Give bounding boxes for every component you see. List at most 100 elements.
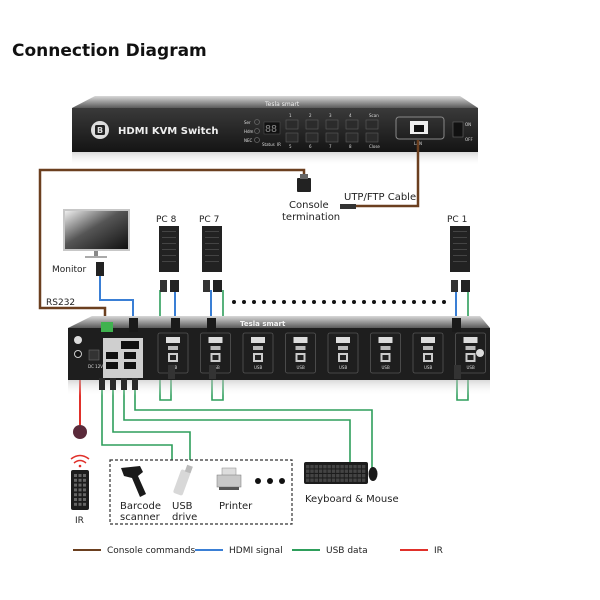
dot bbox=[442, 300, 446, 304]
hdmi-port bbox=[293, 337, 308, 343]
power-switch[interactable] bbox=[452, 121, 464, 138]
pc7-label: PC 7 bbox=[199, 215, 219, 225]
svg-text:Printer: Printer bbox=[219, 501, 253, 512]
utp-ftp-cable bbox=[356, 140, 420, 208]
usb-a-plug bbox=[451, 280, 458, 292]
db9-connector-icon bbox=[297, 178, 311, 192]
front-button-top-4[interactable]: 4 bbox=[345, 113, 359, 130]
svg-text:1: 1 bbox=[289, 113, 292, 118]
mouse-icon bbox=[368, 467, 378, 481]
usb-drive-icon bbox=[173, 469, 191, 496]
svg-text:7: 7 bbox=[329, 144, 332, 149]
svg-text:8: 8 bbox=[349, 144, 352, 149]
svg-text:ON: ON bbox=[465, 122, 471, 127]
ir-remote-label: IR bbox=[75, 516, 84, 526]
hdmi-port bbox=[166, 337, 180, 343]
pc1: PC 1 bbox=[447, 215, 470, 292]
hdmi-plug bbox=[461, 280, 470, 292]
front-button-top-1[interactable]: 1 bbox=[285, 113, 299, 130]
usb-cable-mouse bbox=[134, 390, 373, 470]
svg-text:NEC: NEC bbox=[244, 138, 253, 143]
dot bbox=[232, 300, 236, 304]
monitor-label: Monitor bbox=[52, 265, 87, 275]
rs232-terminal-block[interactable] bbox=[101, 322, 113, 332]
svg-text:DC 12V: DC 12V bbox=[88, 364, 103, 369]
dot bbox=[302, 300, 306, 304]
front-button-bottom-4[interactable]: 8 bbox=[345, 132, 359, 149]
front-button-bottom-2[interactable]: 6 bbox=[305, 132, 319, 149]
svg-text:USB: USB bbox=[339, 365, 347, 370]
rear-port-pc-6[interactable]: USB bbox=[242, 332, 274, 374]
console-hdmi-port[interactable] bbox=[121, 341, 139, 349]
front-device-reflection bbox=[72, 152, 478, 166]
barcode-scanner-icon bbox=[121, 466, 146, 497]
rs232-label: RS232 bbox=[46, 298, 75, 308]
front-button-bottom-1[interactable]: 5 bbox=[285, 132, 299, 149]
legend-item-ir: IR bbox=[400, 546, 443, 556]
console-usb-port-1[interactable] bbox=[106, 352, 118, 359]
hdmi-plug-pc7 bbox=[207, 318, 216, 332]
usb-b-plug-pc8 bbox=[168, 365, 175, 379]
console-usb-port-3[interactable] bbox=[124, 352, 136, 359]
hdmi-plug-pc1 bbox=[452, 318, 461, 332]
dot bbox=[432, 300, 436, 304]
monitor-screen bbox=[65, 211, 128, 249]
hdmi-port bbox=[378, 337, 393, 343]
console-usb-plugs bbox=[99, 378, 138, 390]
rear-device-reflection bbox=[68, 380, 490, 396]
front-button-top-2[interactable]: 2 bbox=[305, 113, 319, 130]
dot bbox=[292, 300, 296, 304]
svg-text:USB: USB bbox=[467, 365, 475, 370]
front-button-top-5[interactable]: Scan bbox=[365, 113, 379, 130]
svg-text:5: 5 bbox=[289, 144, 292, 149]
usb-plug-2 bbox=[110, 378, 116, 390]
svg-text:6: 6 bbox=[309, 144, 312, 149]
usb-cable-keyboard bbox=[123, 390, 351, 465]
dot bbox=[352, 300, 356, 304]
usb-plug-1 bbox=[99, 378, 105, 390]
pc1-label: PC 1 bbox=[447, 215, 467, 225]
utp-cable-label: UTP/FTP Cable bbox=[344, 192, 416, 203]
rj45-plug-icon bbox=[340, 204, 356, 209]
status-leds: Ser Hdm NEC bbox=[244, 119, 260, 143]
front-button-bottom-3[interactable]: 7 bbox=[325, 132, 339, 149]
hdmi-port bbox=[421, 337, 435, 343]
console-cable-rs232 bbox=[38, 168, 306, 320]
hdmi-plug-console bbox=[129, 318, 138, 332]
rear-port-pc-3[interactable]: USB bbox=[370, 332, 401, 374]
svg-text:USB: USB bbox=[424, 365, 432, 370]
rear-port-pc-2[interactable]: USB bbox=[412, 332, 444, 374]
lan-port-frame bbox=[395, 116, 445, 140]
svg-text:Console: Console bbox=[289, 200, 329, 211]
legend-item-hdmi-signal: HDMI signal bbox=[195, 546, 283, 556]
rear-port-pc-4[interactable]: USB bbox=[327, 332, 359, 374]
console-usb-port-4[interactable] bbox=[124, 362, 136, 369]
dot bbox=[252, 300, 256, 304]
svg-text:Scan: Scan bbox=[369, 113, 379, 118]
front-button-bottom-5[interactable]: Close bbox=[365, 132, 380, 149]
hdmi-plug bbox=[213, 280, 222, 292]
dot bbox=[382, 300, 386, 304]
svg-text:2: 2 bbox=[309, 113, 312, 118]
front-button-top-3[interactable]: 3 bbox=[325, 113, 339, 130]
pc8: PC 8 bbox=[156, 215, 179, 292]
svg-text:USB: USB bbox=[254, 365, 262, 370]
monitor: Monitor RS232 bbox=[46, 209, 130, 308]
hdmi-port bbox=[336, 337, 350, 343]
console-termination: Console termination UTP/FTP Cable bbox=[282, 174, 416, 223]
dot bbox=[322, 300, 326, 304]
rear-port-pc-5[interactable]: USB bbox=[285, 332, 316, 374]
hdmi-cable-monitor bbox=[99, 275, 134, 320]
more-devices-dots bbox=[255, 478, 285, 484]
console-usb-port-2[interactable] bbox=[106, 362, 118, 369]
model-label: HDMI KVM Switch bbox=[118, 126, 218, 137]
ir-receiver bbox=[73, 425, 87, 439]
rear-pc-ports: USBUSBUSBUSBUSBUSBUSBUSB bbox=[157, 332, 486, 374]
dc-power-port[interactable] bbox=[88, 349, 100, 361]
kvm-switch-rear: Tesla smart DC 12V USBUSBUSBUSBUSBUSBUSB… bbox=[68, 316, 490, 396]
rear-port-pc-1[interactable]: USB bbox=[455, 332, 486, 374]
ir-in-port[interactable] bbox=[74, 336, 82, 344]
usb-a-plug bbox=[203, 280, 210, 292]
